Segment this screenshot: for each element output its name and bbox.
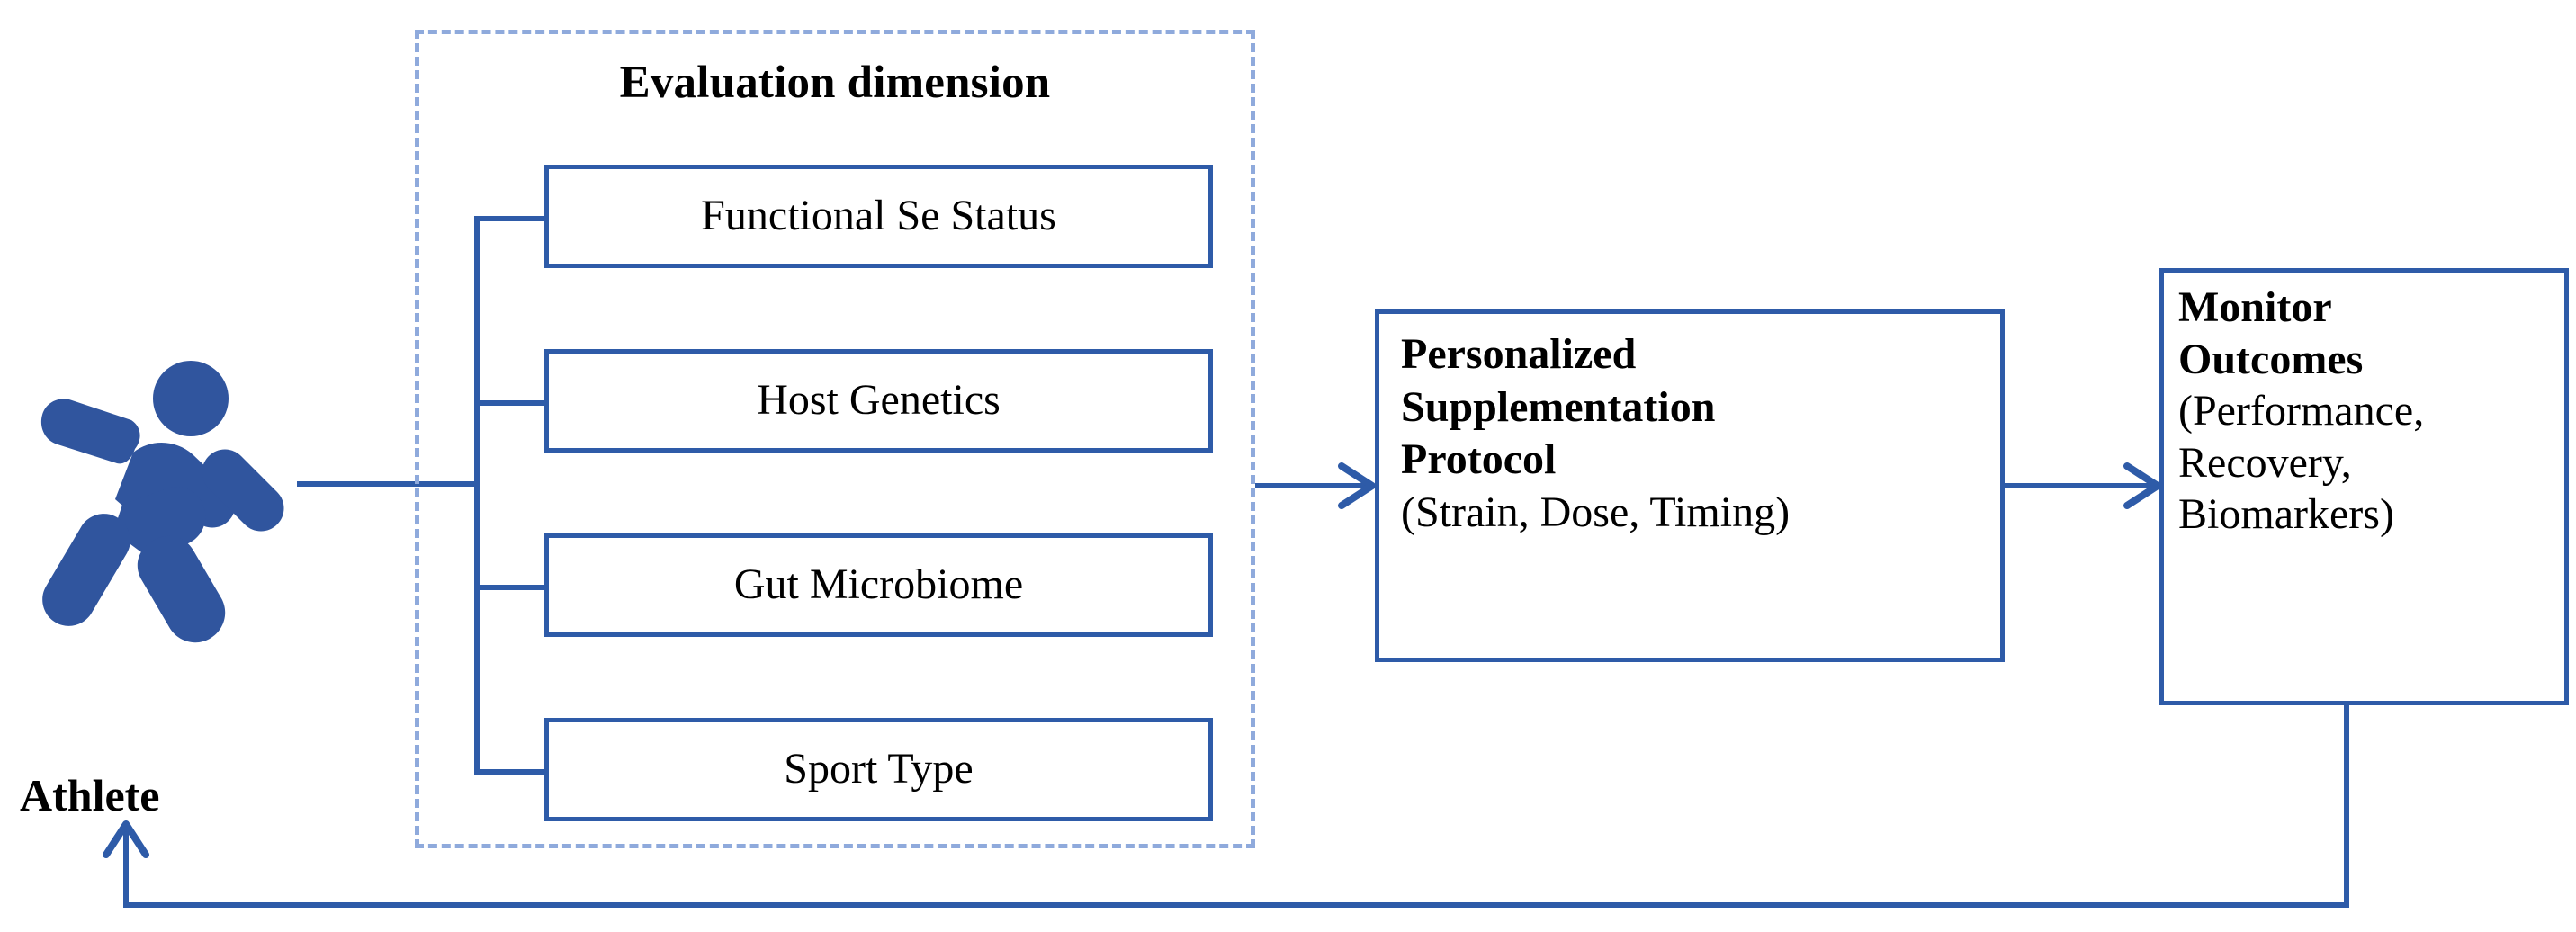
bracket-spine bbox=[474, 216, 480, 770]
bracket-stub-4 bbox=[474, 769, 547, 775]
arrow-evaluation-to-protocol bbox=[1255, 462, 1376, 509]
dimension-box-gut-microbiome: Gut Microbiome bbox=[544, 533, 1213, 637]
dimension-label: Functional Se Status bbox=[701, 192, 1056, 240]
connector-athlete-to-evaluation bbox=[297, 481, 477, 487]
protocol-subtitle: (Strain, Dose, Timing) bbox=[1401, 488, 1791, 536]
evaluation-dimension-group bbox=[415, 30, 1255, 848]
dimension-box-sport-type: Sport Type bbox=[544, 718, 1213, 821]
monitor-outcomes-box: Monitor Outcomes (Performance, Recovery,… bbox=[2159, 268, 2569, 705]
dimension-label: Sport Type bbox=[784, 745, 974, 793]
bracket-stub-3 bbox=[474, 585, 547, 590]
bracket-stub-1 bbox=[474, 216, 547, 221]
protocol-title-line-1: Personalized bbox=[1401, 330, 1637, 378]
bracket-stub-2 bbox=[474, 400, 547, 406]
athlete-label: Athlete bbox=[20, 770, 160, 820]
dimension-label: Gut Microbiome bbox=[733, 560, 1024, 609]
protocol-title-line-2: Supplementation bbox=[1401, 382, 1716, 431]
dimension-box-functional-se-status: Functional Se Status bbox=[544, 165, 1213, 268]
personalized-supplementation-protocol-box: Personalized Supplementation Protocol (S… bbox=[1375, 309, 2005, 662]
monitor-subtitle-line-2: Recovery, bbox=[2178, 438, 2352, 487]
evaluation-dimension-title: Evaluation dimension bbox=[619, 58, 1051, 108]
monitor-subtitle-line-3: Biomarkers) bbox=[2178, 490, 2394, 539]
dimension-box-host-genetics: Host Genetics bbox=[544, 349, 1213, 453]
feedback-loop-monitor-to-athlete bbox=[103, 705, 2349, 908]
protocol-title-line-3: Protocol bbox=[1401, 435, 1557, 484]
monitor-title-line-1: Monitor bbox=[2178, 283, 2332, 331]
dimension-label: Host Genetics bbox=[757, 376, 1001, 425]
monitor-title-line-2: Outcomes bbox=[2178, 335, 2364, 383]
running-athlete-icon bbox=[16, 355, 313, 643]
arrow-protocol-to-monitor bbox=[2005, 462, 2161, 509]
monitor-subtitle-line-1: (Performance, bbox=[2178, 387, 2425, 435]
